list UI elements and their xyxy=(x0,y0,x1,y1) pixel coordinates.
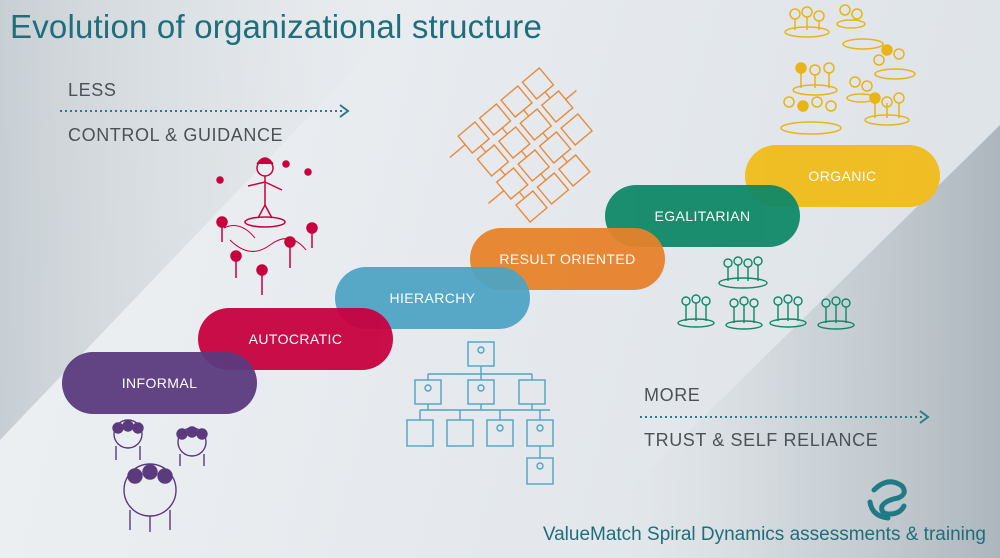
footer-tagline: ValueMatch Spiral Dynamics assessments &… xyxy=(542,524,986,545)
spiral-logo-icon xyxy=(867,479,907,521)
organic-groups-illustration xyxy=(780,4,916,135)
stage-label-organic: ORGANIC xyxy=(808,168,877,184)
stage-label-hierarchy: HIERARCHY xyxy=(389,290,476,306)
legend-top-line1: LESS xyxy=(68,80,117,100)
egalitarian-groups-illustration xyxy=(677,256,855,330)
stage-pill-informal: INFORMAL xyxy=(62,352,257,414)
stage-label-informal: INFORMAL xyxy=(121,375,198,391)
stage-label-egalitarian: EGALITARIAN xyxy=(654,208,751,224)
result-oriented-grid-illustration xyxy=(449,67,594,223)
legend-top-line2: CONTROL & GUIDANCE xyxy=(68,125,284,145)
legend-bottom-line2: TRUST & SELF RELIANCE xyxy=(644,430,879,450)
informal-groups-illustration xyxy=(112,419,208,532)
hierarchy-org-chart-illustration xyxy=(406,341,554,485)
stage-label-autocratic: AUTOCRATIC xyxy=(248,331,343,347)
page-title: Evolution of organizational structure xyxy=(10,8,543,45)
autocratic-leader-illustration xyxy=(216,157,318,295)
legend-bottom-line1: MORE xyxy=(644,385,701,405)
stage-label-result-oriented: RESULT ORIENTED xyxy=(499,251,636,267)
legend-bottom-arrow xyxy=(640,410,930,424)
legend-top-arrow xyxy=(60,104,350,118)
